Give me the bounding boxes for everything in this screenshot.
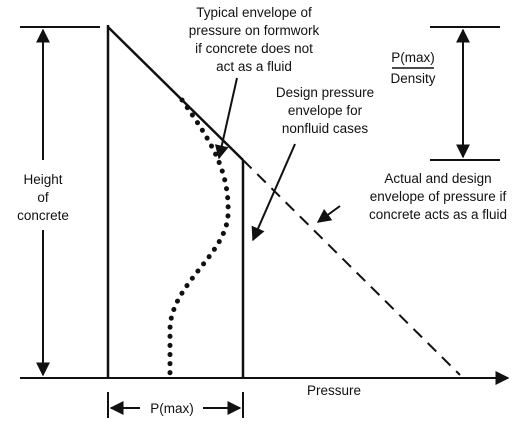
typical-label-3: if concrete does not xyxy=(195,41,313,56)
typical-label-1: Typical envelope of xyxy=(196,5,312,20)
design-label-2: envelope for xyxy=(288,103,363,118)
typical-pointer-arrow xyxy=(214,77,238,160)
height-label-2: of xyxy=(37,190,49,205)
design-envelope-annotation: Design pressure envelope for nonfluid ca… xyxy=(251,85,374,242)
actual-label-3: concrete acts as a fluid xyxy=(369,207,507,222)
fluid-envelope-solid xyxy=(107,26,244,161)
design-pointer-arrow xyxy=(251,143,296,242)
design-label-1: Design pressure xyxy=(276,85,374,100)
actual-pointer-arrow xyxy=(316,205,341,223)
actual-label-2: envelope of pressure if xyxy=(370,189,507,204)
actual-envelope-annotation: Actual and design envelope of pressure i… xyxy=(316,171,507,223)
actual-label-1: Actual and design xyxy=(384,171,491,186)
typical-envelope-annotation: Typical envelope of pressure on formwork… xyxy=(189,5,320,160)
height-label-3: concrete xyxy=(17,208,69,223)
typical-label-2: pressure on formwork xyxy=(189,23,320,38)
pmax-fraction-denominator: Density xyxy=(390,71,435,86)
pmax-width-label: P(max) xyxy=(150,401,194,416)
height-label-1: Height xyxy=(23,172,62,187)
pmax-density-dimension: P(max) Density xyxy=(390,26,500,161)
pmax-fraction-numerator: P(max) xyxy=(391,50,435,65)
pmax-width-dimension: P(max) xyxy=(107,392,244,418)
pressure-axis-label: Pressure xyxy=(307,383,361,398)
typical-label-4: act as a fluid xyxy=(216,59,292,74)
fluid-envelope-dashed xyxy=(242,159,461,376)
height-dimension: Height of concrete xyxy=(17,26,100,379)
typical-envelope-dotted xyxy=(167,97,231,379)
design-label-3: nonfluid cases xyxy=(282,121,369,136)
